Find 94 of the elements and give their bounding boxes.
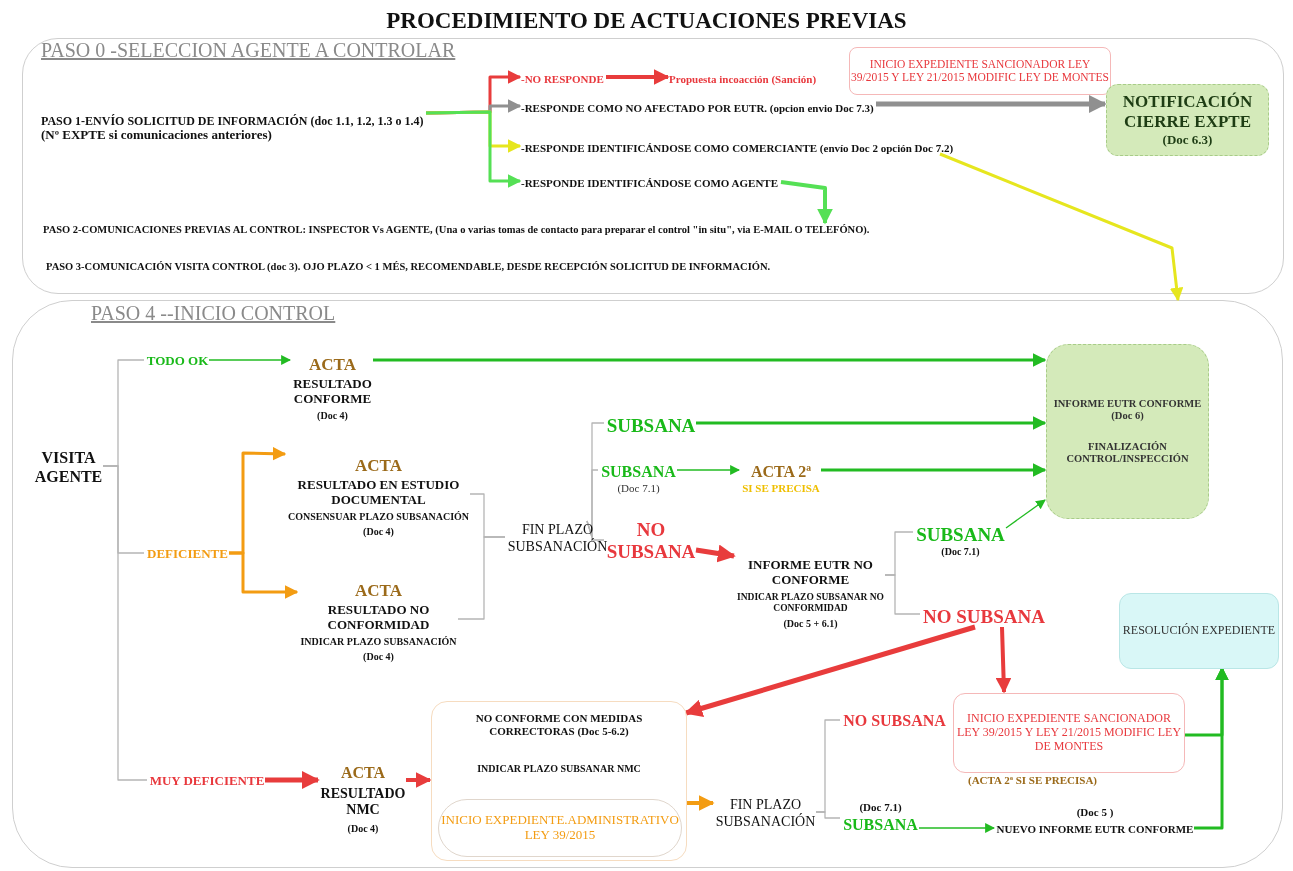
step-label: RESULTADO NO CONFORMIDAD (326, 603, 431, 634)
arrow (821, 463, 1047, 477)
arrow (918, 823, 995, 833)
step-label: VISITA AGENTE (33, 449, 104, 486)
box-text: (Doc 6.3) (1161, 133, 1214, 148)
step-label: NO SUBSANA (842, 712, 947, 731)
step-label: SI SE PRECISA (741, 481, 821, 495)
step-label: RESULTADO NMC (319, 786, 407, 819)
box-text: RESOLUCIÓN EXPEDIENTE (1121, 624, 1277, 638)
box-text: INICIO EXPEDIENTE SANCIONADOR LEY 39/2015 Y LEY 21/2015 MODIFIC LEY DE MONTES (955, 712, 1183, 754)
connector-line (457, 536, 506, 620)
step-label: DEFICIENTE (146, 547, 229, 562)
step-label: (Doc 4) (316, 409, 349, 422)
arrow (425, 110, 522, 188)
step-label: TODO OK (145, 354, 210, 369)
arrow (208, 355, 291, 365)
step-label: NUEVO INFORME EUTR CONFORME (995, 823, 1195, 836)
arrow (265, 771, 320, 789)
connector-line (815, 811, 841, 819)
step-label: SUBSANA (842, 816, 919, 835)
step-label: ACTA (354, 580, 403, 601)
step-label: PASO 1-ENVÍO SOLICITUD DE INFORMACIÓN (doc 1.1, 1.2, 1.3 o 1.4) (41, 114, 425, 129)
arrow (684, 624, 976, 717)
connector-line (102, 465, 148, 781)
step-label: MUY DEFICIENTE (148, 774, 266, 789)
step-label: CONSENSUAR PLAZO SUBSANACIÓN (286, 511, 471, 523)
step-label: -RESPONDE IDENTIFICÁNDOSE COMO COMERCIANTE (envío Doc 2 opción Doc 7.2) (521, 141, 955, 155)
connector-line (884, 574, 921, 615)
notice-box (953, 693, 1185, 773)
arrow (1194, 666, 1229, 830)
arrow (229, 551, 299, 599)
step-label: -RESPONDE IDENTIFICÁNDOSE COMO AGENTE (521, 176, 779, 190)
result-box (1046, 344, 1209, 519)
step-label: (Doc 4) (346, 822, 380, 835)
arrow (606, 69, 670, 85)
step-label: FIN PLAZO SUBSANACIÓN (506, 522, 608, 554)
step-label: ACTA 2ª (749, 463, 813, 482)
arrow (1005, 499, 1046, 529)
side-note: (ACTA 2ª SI SE PRECISA) (968, 774, 1097, 786)
section-heading: PASO 4 --INICIO CONTROL (91, 302, 336, 325)
step-label: (Doc 7.1) (616, 481, 661, 495)
arrow (780, 180, 833, 225)
connector-line (586, 520, 605, 541)
arrow (995, 626, 1012, 694)
arrow (939, 152, 1184, 302)
box-text: NOTIFICACIÓN CIERRE EXPTE (1121, 92, 1254, 132)
step-label: ACTA (354, 455, 403, 476)
arrow (686, 795, 715, 811)
diagram-title: PROCEDIMIENTO DE ACTUACIONES PREVIAS (385, 8, 908, 34)
step-label: (Doc 7.1) (858, 801, 903, 815)
step-label: (Doc 4) (362, 525, 395, 538)
step-label: FIN PLAZO SUBSANACIÓN (714, 797, 817, 830)
step-label: (Doc 4) (362, 650, 395, 663)
step-label: Propuesta incoacción (Sanción) (669, 72, 818, 86)
step-label: (Doc 5 ) (1075, 806, 1115, 819)
step-label: (Nº EXPTE si comunicaciones anteriores) (41, 128, 273, 144)
arrow (876, 95, 1107, 113)
notice-box (438, 799, 682, 857)
step-label: INDICAR PLAZO SUBSANACIÓN (299, 636, 458, 648)
result-box (1119, 593, 1279, 669)
step-label: INDICAR PLAZO SUBSANAR NO CONFORMIDAD (736, 592, 885, 615)
arrow (676, 465, 740, 475)
step-label: PASO 3-COMUNICACIÓN VISITA CONTROL (doc 3). OJO PLAZO < 1 MÉS, RECOMENDABLE, DESDE RECEPCIÓN SOLICITUD DE INFORMACIÓN. (46, 261, 772, 274)
step-label: RESULTADO EN ESTUDIO DOCUMENTAL (296, 478, 461, 509)
notice-box (849, 47, 1111, 95)
arrow (695, 544, 736, 563)
step-label: PASO 2-COMUNICACIONES PREVIAS AL CONTROL: INSPECTOR Vs AGENTE, (Una o varias tomas de contacto para preparar el control "in situ", via E-MAIL O TELEFÓNO). (43, 224, 871, 237)
step-label: ACTA (339, 763, 387, 783)
box-text: INFORME EUTR CONFORME (Doc 6) (1052, 398, 1203, 423)
step-label: SUBSANA (605, 414, 697, 437)
box-text: INICIO EXPEDIENTE.ADMINISTRATIVO LEY 39/2015 (440, 813, 680, 843)
process-box (431, 701, 687, 861)
box-text: INDICAR PLAZO SUBSANAR NMC (476, 763, 642, 775)
box-text: NO CONFORME CON MEDIDAS CORRECTORAS (Doc 5-6.2) (474, 712, 644, 738)
box-text: FINALIZACIÓN CONTROL/INSPECCIÓN (1065, 440, 1190, 465)
step-label: ACTA (308, 354, 357, 375)
section-panel (12, 300, 1283, 868)
arrow (406, 772, 432, 788)
step-label: SUBSANA (600, 463, 677, 482)
step-label: (Doc 5 + 6.1) (782, 618, 839, 630)
arrow (373, 353, 1047, 367)
section-heading: PASO 0 -SELECCION AGENTE A CONTROLAR (41, 39, 456, 62)
step-label: NO SUBSANA (922, 605, 1046, 628)
section-panel (22, 38, 1284, 294)
box-text: INICIO EXPEDIENTE SANCIONADOR LEY 39/2015 Y LEY 21/2015 MODIFIC LEY DE MONTES (850, 57, 1110, 85)
step-label: NO SUBSANA (606, 519, 697, 563)
step-label: -RESPONDE COMO NO AFECTADO POR EUTR. (opcion envio Doc 7.3) (521, 101, 875, 115)
step-label: SUBSANA (915, 523, 1006, 546)
step-label: (Doc 7.1) (940, 545, 981, 558)
arrow (696, 416, 1047, 430)
result-box (1106, 84, 1269, 156)
step-label: -NO RESPONDE (521, 72, 605, 86)
step-label: RESULTADO CONFORME (292, 377, 373, 407)
step-label: INFORME EUTR NO CONFORME (747, 558, 874, 589)
